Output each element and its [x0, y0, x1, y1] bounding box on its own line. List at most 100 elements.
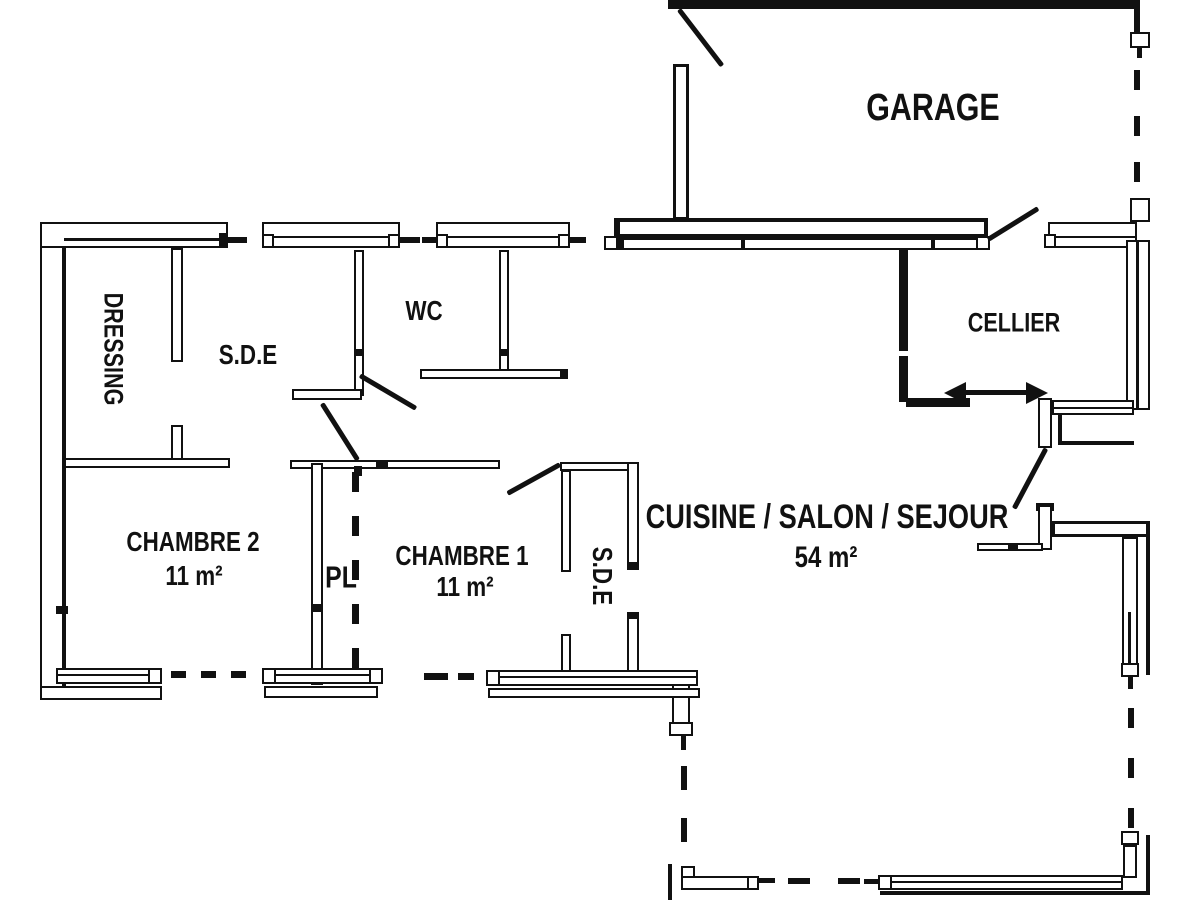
- wall-cap: [747, 876, 759, 890]
- dressing-south-wall: [64, 458, 230, 468]
- window-inner-line: [1128, 612, 1131, 670]
- chambre2-south-window-wall: [56, 668, 162, 684]
- wc-label: WC: [405, 295, 443, 326]
- door-stub: [400, 237, 420, 243]
- garage-east-dashed-boundary: [1134, 70, 1140, 202]
- outer-boundary-line: [880, 891, 1148, 895]
- southeast-window-wall-v: [1123, 845, 1137, 878]
- window-inner-line: [892, 881, 1121, 883]
- wall-cap: [486, 670, 500, 686]
- sde2-east-wall-upper: [627, 462, 639, 570]
- garage-south-wall: [616, 218, 988, 238]
- wall-cap: [1121, 831, 1139, 845]
- outer-boundary-band: [264, 686, 378, 698]
- outer-boundary-line: [1146, 523, 1150, 675]
- terrace-door-swing: [1011, 447, 1049, 510]
- patio-dashed-boundary: [681, 766, 687, 858]
- dressing-label: DRESSING: [98, 292, 129, 406]
- wc-south-wall: [420, 369, 568, 379]
- door-stub: [570, 237, 586, 243]
- window-inner-line: [1054, 407, 1132, 409]
- window-inner-line: [1050, 236, 1135, 238]
- wall-cap: [436, 234, 448, 248]
- wall-end-bar: [219, 233, 227, 248]
- west-exterior-wall: [40, 222, 66, 700]
- window-tick: [931, 239, 935, 250]
- sde-corner-wall: [292, 389, 362, 400]
- chambre2-door-dashed-opening: [171, 671, 251, 678]
- step-line-h: [1058, 441, 1134, 445]
- sde2-east-wall-lower: [627, 612, 639, 674]
- chambre1-north-wall: [290, 460, 500, 469]
- garage-east-wall-stub: [1134, 6, 1140, 34]
- garage-north-wall: [668, 0, 1140, 9]
- wall-tick: [354, 349, 364, 356]
- garage-west-wall: [673, 64, 689, 220]
- wall-cap: [669, 722, 693, 736]
- wall-cap: [604, 236, 618, 250]
- wall-tick: [1128, 677, 1133, 689]
- south-wall-segment-2: [262, 668, 382, 684]
- window-inner-line: [264, 674, 380, 676]
- door-jamb-cap: [627, 612, 639, 619]
- wall-cap: [262, 668, 276, 684]
- sde-door-swing: [358, 373, 418, 411]
- sde-haut-label: S.D.E: [218, 339, 278, 370]
- chambre1-door-dashed-opening: [424, 673, 474, 680]
- door-stub: [422, 237, 436, 243]
- dressing-sde-partition: [171, 248, 183, 362]
- opening-arrow-shaft: [964, 390, 1026, 395]
- wall-inner-line: [64, 238, 224, 241]
- counter-tick: [1008, 544, 1018, 550]
- wall-stub: [759, 878, 775, 883]
- outer-boundary-band: [488, 688, 700, 698]
- kitchen-north-east-wall: [1052, 521, 1150, 537]
- chambre1-label: CHAMBRE 1: [395, 540, 529, 571]
- wall-tick: [681, 736, 686, 750]
- wall-cap: [878, 875, 892, 890]
- wall-cap: [976, 236, 990, 250]
- wall-tick: [1137, 46, 1142, 58]
- sde2-west-wall-stub: [561, 634, 571, 672]
- chambre2-area: 11 m²: [165, 560, 223, 591]
- wall-junction-block: [376, 460, 388, 469]
- opening-arrow-left-head: [944, 382, 966, 404]
- cellier-north-window-wall: [1048, 222, 1137, 248]
- south-dashed-boundary: [788, 878, 864, 884]
- cellier-south-wall: [906, 398, 970, 407]
- door-jamb: [1038, 505, 1052, 550]
- wall-cap: [1130, 198, 1150, 222]
- window-inner-line: [488, 676, 696, 678]
- hall-door-swing: [319, 402, 360, 462]
- outer-boundary-line: [1146, 835, 1150, 895]
- sejour-area: 54 m²: [794, 541, 858, 574]
- cellier-west-wall-lower: [899, 356, 908, 402]
- garage-to-house-door-swing: [986, 206, 1040, 242]
- north-window-1: [262, 222, 400, 248]
- window-inner-line: [58, 674, 160, 676]
- window-inner-line: [1136, 242, 1139, 408]
- corner-line-v: [668, 864, 672, 900]
- east-dashed-boundary: [1128, 708, 1134, 834]
- wall-stub: [354, 466, 362, 476]
- wall-stub: [864, 879, 878, 884]
- step-line-v: [1058, 415, 1062, 445]
- window-inner-line: [438, 236, 568, 238]
- wall-cap: [388, 234, 400, 248]
- wall-tick: [56, 606, 68, 614]
- wall-cap: [558, 234, 570, 248]
- south-wall-segment-3: [486, 670, 698, 686]
- wall-cap: [148, 668, 162, 684]
- placard-dashed-line: [352, 472, 359, 680]
- chambre2-pl-partition: [311, 463, 323, 685]
- cellier-west-wall-upper: [899, 250, 908, 351]
- garage-entry-door-swing: [677, 7, 725, 68]
- sde2-west-wall: [561, 470, 571, 572]
- wall-cap: [262, 234, 274, 248]
- sde-bas-label: S.D.E: [587, 546, 618, 606]
- placard-label: PL: [325, 559, 357, 595]
- chambre2-label: CHAMBRE 2: [126, 526, 260, 557]
- window-tick: [741, 239, 745, 250]
- chambre1-area: 11 m²: [436, 571, 494, 602]
